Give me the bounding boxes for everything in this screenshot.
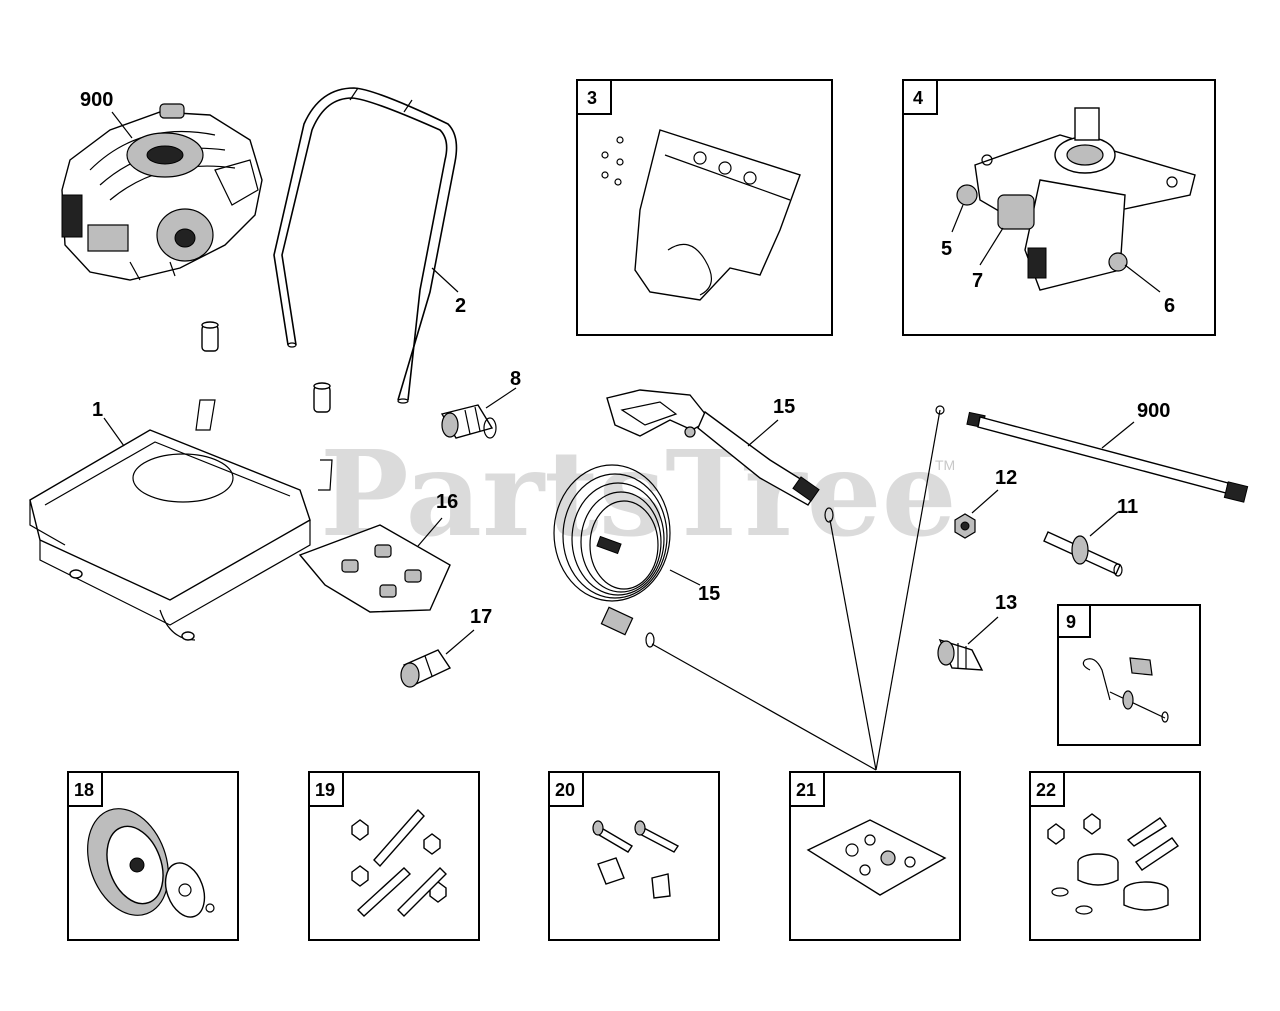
frame-illustration[interactable] — [29, 399, 333, 641]
kit-box-22-label: 22 — [1036, 780, 1056, 800]
hardware-pack-16-illustration[interactable] — [298, 524, 451, 613]
kit-box-4-label: 4 — [913, 88, 923, 108]
fitting-12-illustration[interactable] — [937, 638, 984, 671]
mounts-22-illustration — [1047, 813, 1180, 915]
bolts-19-illustration — [351, 808, 447, 917]
fitting-15-illustration[interactable] — [440, 404, 497, 439]
callout-7[interactable]: 7 — [972, 270, 983, 292]
callout-17[interactable]: 17 — [470, 606, 492, 628]
kit-box-21[interactable]: 21 — [789, 771, 961, 941]
control-panel-illustration — [601, 129, 801, 301]
nut-11-illustration[interactable] — [954, 513, 976, 539]
axle-10-illustration[interactable] — [1043, 531, 1123, 577]
kit-box-19-label: 19 — [315, 780, 335, 800]
oring-kit-21-illustration — [806, 819, 947, 896]
kit-box-18-label: 18 — [74, 780, 94, 800]
hitch-pin-illustration — [1082, 657, 1169, 723]
kit-box-20-label: 20 — [555, 780, 575, 800]
o-ring-13 — [824, 507, 834, 523]
callout-15[interactable]: 8 — [510, 368, 521, 390]
callout-5[interactable]: 5 — [941, 238, 952, 260]
callout-12[interactable]: 13 — [995, 592, 1017, 614]
spacer-illustration — [201, 321, 331, 413]
hose-illustration[interactable] — [553, 464, 671, 648]
lance-illustration[interactable] — [935, 405, 1249, 503]
callout-2[interactable]: 2 — [455, 295, 466, 317]
screws-20-illustration — [592, 820, 680, 899]
kit-box-21-label: 21 — [796, 780, 816, 800]
kit-box-22[interactable]: 22 — [1029, 771, 1201, 941]
kit-box-3[interactable]: 3 — [576, 79, 833, 336]
callout-6[interactable]: 6 — [1164, 295, 1175, 317]
callout-13[interactable]: 15 — [773, 396, 795, 418]
kit-box-9[interactable]: 9 — [1057, 604, 1201, 746]
kit-box-20[interactable]: 20 — [548, 771, 720, 941]
pump-illustration — [956, 107, 1196, 291]
callout-8[interactable]: 900 — [1137, 400, 1170, 422]
callout-900[interactable]: 900 — [80, 89, 113, 111]
kit-box-3-label: 3 — [587, 88, 597, 108]
kit-box-19[interactable]: 19 — [308, 771, 480, 941]
callout-14[interactable]: 15 — [698, 583, 720, 605]
callout-11[interactable]: 12 — [995, 467, 1017, 489]
watermark-text: PartsTree — [320, 424, 957, 563]
callout-1[interactable]: 1 — [92, 399, 103, 421]
callout-16[interactable]: 16 — [436, 491, 458, 513]
wheel-illustration — [87, 808, 215, 918]
kit-box-9-label: 9 — [1066, 612, 1076, 632]
kit-box-18[interactable]: 18 — [67, 771, 239, 941]
kit-box-4[interactable]: 4 5 6 7 — [902, 79, 1216, 336]
handle-illustration[interactable] — [273, 87, 458, 404]
watermark-trademark: TM — [935, 457, 955, 473]
engine-illustration[interactable] — [61, 103, 263, 281]
watermark: PartsTree TM — [320, 424, 957, 563]
leader-lines-21 — [651, 409, 941, 771]
spray-gun-illustration[interactable] — [606, 389, 820, 506]
callout-10[interactable]: 11 — [1117, 496, 1138, 518]
fitting-17-illustration[interactable] — [400, 649, 452, 688]
